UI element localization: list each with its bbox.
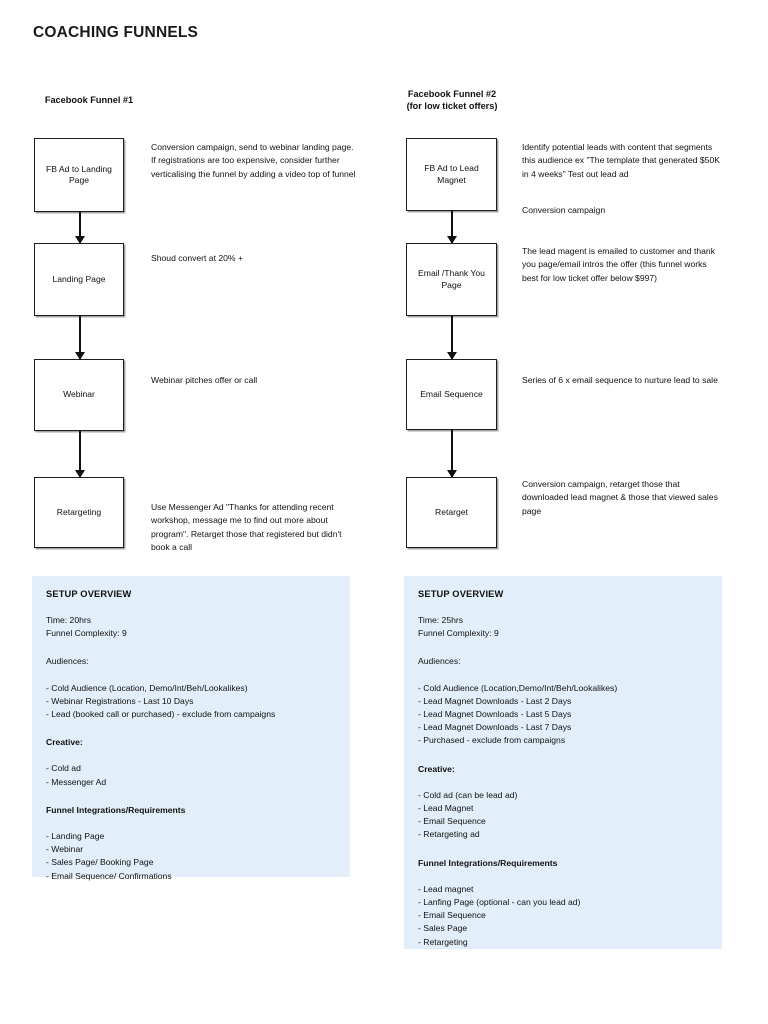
list-item: - Sales Page bbox=[418, 923, 468, 934]
annotation-email-thank-you-page: The lead magent is emailed to customer a… bbox=[522, 246, 715, 283]
list-item: - Messenger Ad bbox=[46, 776, 107, 787]
list-item: - Landing Page bbox=[46, 831, 105, 842]
audiences-list: - Cold Audience (Location,Demo/Int/Beh/L… bbox=[418, 682, 708, 748]
creative-label: Creative: bbox=[46, 737, 83, 748]
list-item: - Lead Magnet bbox=[418, 803, 474, 814]
arrow-shaft bbox=[451, 211, 453, 243]
list-item: - Purchased - exclude from campaigns bbox=[418, 735, 566, 746]
integrations-label: Funnel Integrations/Requirements bbox=[418, 857, 558, 868]
arrow-shaft bbox=[79, 431, 81, 477]
list-item: - Email Sequence/ Confirmations bbox=[46, 870, 172, 881]
arrow-shaft bbox=[79, 212, 81, 243]
audiences-group: Audiences: - Cold Audience (Location, De… bbox=[46, 655, 336, 721]
node-label: Webinar bbox=[63, 389, 95, 400]
node-label: Retargeting bbox=[56, 506, 102, 517]
panel-heading: SETUP OVERVIEW bbox=[46, 589, 132, 599]
page-title: COACHING FUNNELS bbox=[33, 24, 199, 41]
list-item: - Lead Magnet Downloads - Last 2 Days bbox=[418, 695, 572, 706]
node-label: FB Ad to Lead Magnet bbox=[424, 163, 479, 185]
list-item: - Lead (booked call or purchased) - excl… bbox=[46, 709, 276, 720]
list-item: - Cold ad bbox=[46, 763, 81, 774]
node-label: Email Sequence bbox=[420, 388, 483, 399]
annotation-email-sequence: Series of 6 x email sequence to nurture … bbox=[522, 375, 718, 385]
arrow-head-icon bbox=[446, 470, 457, 478]
integrations-group: Funnel Integrations/Requirements - Lead … bbox=[418, 857, 708, 949]
integrations-list: - Landing Page - Webinar - Sales Page/ B… bbox=[46, 830, 336, 883]
arrow-head-icon bbox=[446, 236, 457, 244]
list-item: - Lead magnet bbox=[418, 883, 474, 894]
arrow-head-icon bbox=[74, 236, 85, 244]
creative-group: Creative: - Cold ad - Messenger Ad bbox=[46, 736, 336, 789]
time-value: Time: 20hrs bbox=[46, 615, 92, 625]
arrow-shaft bbox=[79, 316, 81, 359]
arrow-connector bbox=[74, 212, 85, 244]
creative-list: - Cold ad (can be lead ad) - Lead Magnet… bbox=[418, 789, 708, 842]
node-label: FB Ad to Landing Page bbox=[46, 163, 112, 185]
arrow-shaft bbox=[451, 316, 453, 359]
funnel-1-header: Facebook Funnel #1 bbox=[44, 95, 134, 105]
list-item: - Cold Audience (Location, Demo/Int/Beh/… bbox=[46, 682, 248, 693]
time-value: Time: 25hrs bbox=[418, 615, 464, 625]
integrations-group: Funnel Integrations/Requirements - Landi… bbox=[46, 804, 336, 883]
arrow-head-icon bbox=[74, 470, 85, 478]
arrow-connector bbox=[74, 431, 85, 478]
list-item: - Email Sequence bbox=[418, 910, 486, 921]
arrow-connector bbox=[446, 430, 457, 478]
list-item: - Sales Page/ Booking Page bbox=[46, 857, 154, 868]
creative-label: Creative: bbox=[418, 763, 455, 774]
integrations-list: - Lead magnet - Lanfing Page (optional -… bbox=[418, 883, 708, 949]
list-item: - Webinar bbox=[46, 844, 84, 855]
node-retarget[interactable]: Retarget bbox=[406, 477, 497, 548]
annotation-conversion-campaign: Conversion campaign bbox=[522, 205, 606, 215]
node-fb-ad-to-lead-magnet[interactable]: FB Ad to Lead Magnet bbox=[406, 138, 497, 211]
arrow-connector bbox=[446, 316, 457, 360]
audiences-group: Audiences: - Cold Audience (Location,Dem… bbox=[418, 655, 708, 747]
node-email-thank-you-page[interactable]: Email /Thank You Page bbox=[406, 243, 497, 316]
list-item: - Lanfing Page (optional - can you lead … bbox=[418, 897, 581, 908]
annotation-retargeting: Use Messenger Ad "Thanks for attending r… bbox=[151, 502, 342, 552]
list-item: - Email Sequence bbox=[418, 816, 486, 827]
arrow-connector bbox=[446, 211, 457, 244]
annotation-fb-ad-to-landing-page: Conversion campaign, send to webinar lan… bbox=[151, 142, 356, 179]
funnel-2-header: Facebook Funnel #2 (for low ticket offer… bbox=[406, 89, 498, 112]
list-item: - Cold ad (can be lead ad) bbox=[418, 789, 518, 800]
list-item: - Retargeting bbox=[418, 936, 468, 947]
list-item: - Lead Magnet Downloads - Last 5 Days bbox=[418, 709, 572, 720]
node-label: Retarget bbox=[435, 506, 468, 517]
annotation-retarget: Conversion campaign, retarget those that… bbox=[522, 479, 718, 516]
list-item: - Webinar Registrations - Last 10 Days bbox=[46, 695, 194, 706]
arrow-head-icon bbox=[74, 352, 85, 360]
creative-group: Creative: - Cold ad (can be lead ad) - L… bbox=[418, 763, 708, 842]
audiences-label: Audiences: bbox=[46, 656, 89, 667]
annotation-webinar: Webinar pitches offer or call bbox=[151, 375, 258, 385]
node-label: Landing Page bbox=[52, 273, 106, 284]
arrow-connector bbox=[74, 316, 85, 360]
complexity-value: Funnel Complexity: 9 bbox=[418, 628, 499, 639]
arrow-head-icon bbox=[446, 352, 457, 360]
node-fb-ad-to-landing-page[interactable]: FB Ad to Landing Page bbox=[34, 138, 124, 212]
node-webinar[interactable]: Webinar bbox=[34, 359, 124, 431]
node-landing-page[interactable]: Landing Page bbox=[34, 243, 124, 316]
complexity-value: Funnel Complexity: 9 bbox=[46, 628, 127, 639]
annotation-fb-ad-to-lead-magnet: Identify potential leads with content th… bbox=[522, 142, 720, 179]
list-item: - Lead Magnet Downloads - Last 7 Days bbox=[418, 722, 572, 733]
audiences-list: - Cold Audience (Location, Demo/Int/Beh/… bbox=[46, 682, 336, 722]
arrow-shaft bbox=[451, 430, 453, 477]
creative-list: - Cold ad - Messenger Ad bbox=[46, 762, 336, 788]
integrations-label: Funnel Integrations/Requirements bbox=[46, 804, 186, 815]
list-item: - Cold Audience (Location,Demo/Int/Beh/L… bbox=[418, 682, 618, 693]
node-email-sequence[interactable]: Email Sequence bbox=[406, 359, 497, 430]
node-retargeting[interactable]: Retargeting bbox=[34, 477, 124, 548]
annotation-landing-page: Shoud convert at 20% + bbox=[151, 253, 243, 263]
node-label: Email /Thank You Page bbox=[418, 268, 485, 290]
panel-heading: SETUP OVERVIEW bbox=[418, 589, 504, 599]
audiences-label: Audiences: bbox=[418, 656, 461, 667]
list-item: - Retargeting ad bbox=[418, 829, 480, 840]
